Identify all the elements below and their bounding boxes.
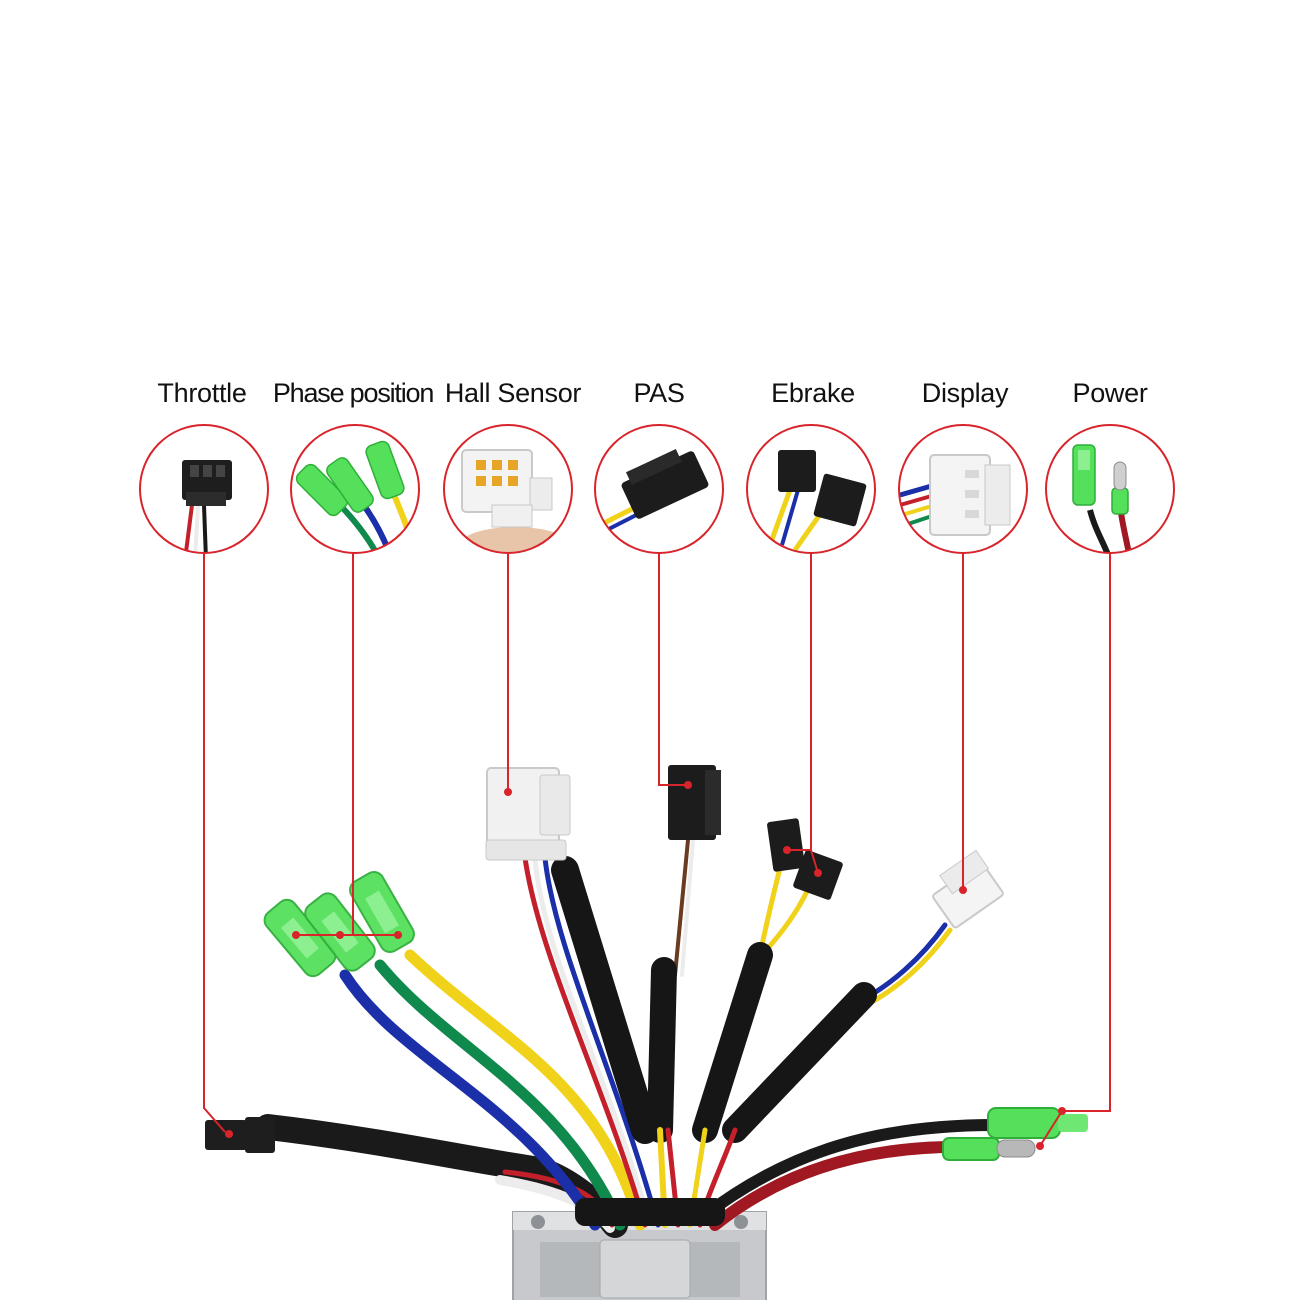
label-phase-position: Phase position — [272, 378, 435, 408]
ebrake-connector-icon — [746, 424, 876, 554]
power-terminals-icon — [1045, 424, 1175, 554]
hall-sensor-connector-icon — [443, 424, 573, 554]
leader-phase — [296, 553, 354, 936]
label-power: Power — [1072, 378, 1148, 408]
ebrake-connectors — [767, 818, 843, 900]
hall-cable-sleeve — [551, 856, 659, 1144]
leader-power — [1039, 553, 1111, 1147]
pas-cable-sleeve — [647, 957, 677, 1143]
label-pas: PAS — [633, 378, 685, 408]
label-display: Display — [921, 378, 1009, 408]
throttle-connector-icon — [139, 424, 269, 554]
power-red-wire — [709, 1140, 976, 1231]
phase-terminals — [263, 871, 415, 978]
power-black-wire — [699, 1119, 1001, 1221]
leader-throttle — [203, 553, 226, 1133]
pas-connector-icon — [594, 424, 724, 554]
power-terminals — [942, 1107, 1088, 1161]
controller-box — [512, 1211, 767, 1300]
leader-pas — [658, 553, 688, 786]
pas-connector — [668, 765, 721, 840]
ebrake-cable-sleeve — [692, 942, 773, 1143]
wire-bundle — [255, 838, 1001, 1238]
hall-connector — [485, 767, 571, 861]
label-ebrake: Ebrake — [771, 378, 855, 408]
phase-terminals-icon — [290, 424, 420, 554]
display-connector-icon — [898, 424, 1028, 554]
phase-blue-wire — [339, 969, 601, 1231]
display-connector — [932, 849, 1004, 929]
leader-lines — [203, 553, 1111, 1147]
phase-green-wire — [374, 959, 626, 1231]
phase-yellow-wire — [404, 949, 646, 1231]
label-hall-sensor: Hall Sensor — [444, 378, 582, 408]
label-throttle: Throttle — [157, 378, 247, 408]
display-cable-sleeve — [722, 982, 877, 1143]
leader-ebrake — [787, 553, 819, 874]
leader-dots — [225, 781, 1066, 1150]
